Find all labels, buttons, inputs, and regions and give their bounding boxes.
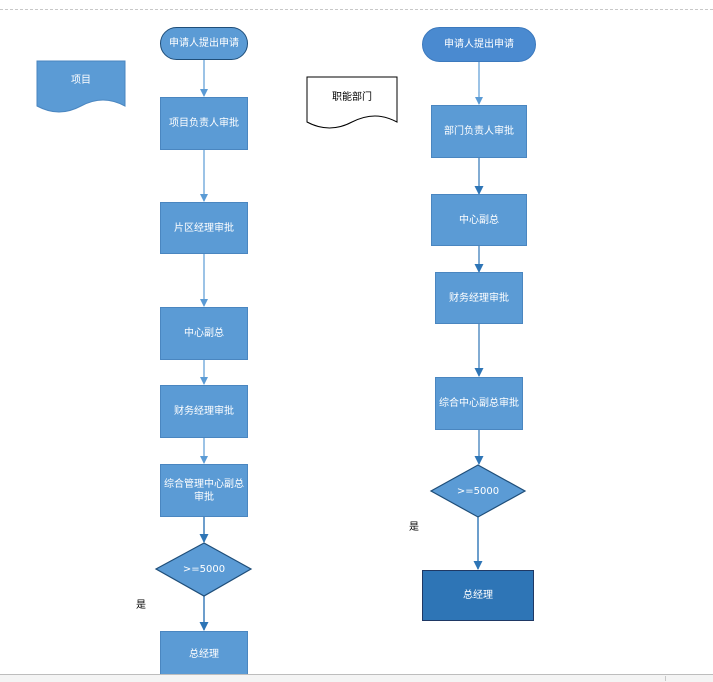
right-end-text: 总经理 xyxy=(463,590,493,601)
right-step-1-text: 部门负责人审批 xyxy=(444,126,514,137)
left-step-1: 项目负责人审批 xyxy=(160,97,248,150)
page-bottom-bar xyxy=(0,674,713,682)
right-document-shape xyxy=(306,76,398,129)
left-decision-label: >=5000 xyxy=(160,560,248,578)
page-bottom-corner xyxy=(665,676,713,681)
left-end-text: 总经理 xyxy=(189,648,219,660)
right-step-1: 部门负责人审批 xyxy=(431,105,527,158)
right-end-box: 总经理 xyxy=(422,570,534,621)
left-start-text: 申请人提出申请 xyxy=(169,38,239,49)
right-decision-text: >=5000 xyxy=(456,485,500,497)
left-step-2: 片区经理审批 xyxy=(160,202,248,254)
left-step-3-text: 中心副总 xyxy=(184,328,224,339)
left-document-shape xyxy=(36,60,126,113)
left-step-3: 中心副总 xyxy=(160,307,248,360)
right-document-text: 职能部门 xyxy=(332,91,372,103)
right-decision-label: >=5000 xyxy=(434,482,522,500)
left-step-2-text: 片区经理审批 xyxy=(174,222,234,234)
right-branch-text: 是 xyxy=(409,521,419,533)
left-step-5-text: 综合管理中心副总审批 xyxy=(164,478,244,503)
left-decision-text: >=5000 xyxy=(182,563,226,575)
right-step-3-text: 财务经理审批 xyxy=(449,292,509,304)
right-start-text: 申请人提出申请 xyxy=(444,39,514,50)
right-step-3: 财务经理审批 xyxy=(435,272,523,324)
left-step-1-text: 项目负责人审批 xyxy=(169,118,239,129)
right-step-4: 综合中心副总审批 xyxy=(435,377,523,430)
left-decision-diamond xyxy=(154,542,253,597)
left-step-4-text: 财务经理审批 xyxy=(174,406,234,417)
right-step-2-text: 中心副总 xyxy=(459,214,499,226)
right-step-4-text: 综合中心副总审批 xyxy=(439,398,519,409)
left-document-label: 项目 xyxy=(37,61,125,99)
left-start-terminal: 申请人提出申请 xyxy=(160,27,248,60)
right-decision-diamond xyxy=(429,464,527,518)
page-top-border xyxy=(0,0,713,10)
right-step-2: 中心副总 xyxy=(431,194,527,246)
left-end-box: 总经理 xyxy=(160,631,248,677)
left-step-4: 财务经理审批 xyxy=(160,385,248,438)
left-branch-text: 是 xyxy=(136,599,146,611)
right-branch-label: 是 xyxy=(405,519,423,535)
right-document-label: 职能部门 xyxy=(307,77,397,117)
right-start-terminal: 申请人提出申请 xyxy=(422,27,536,62)
left-document-text: 项目 xyxy=(71,74,91,86)
left-step-5: 综合管理中心副总审批 xyxy=(160,464,248,517)
left-branch-label: 是 xyxy=(132,597,150,613)
